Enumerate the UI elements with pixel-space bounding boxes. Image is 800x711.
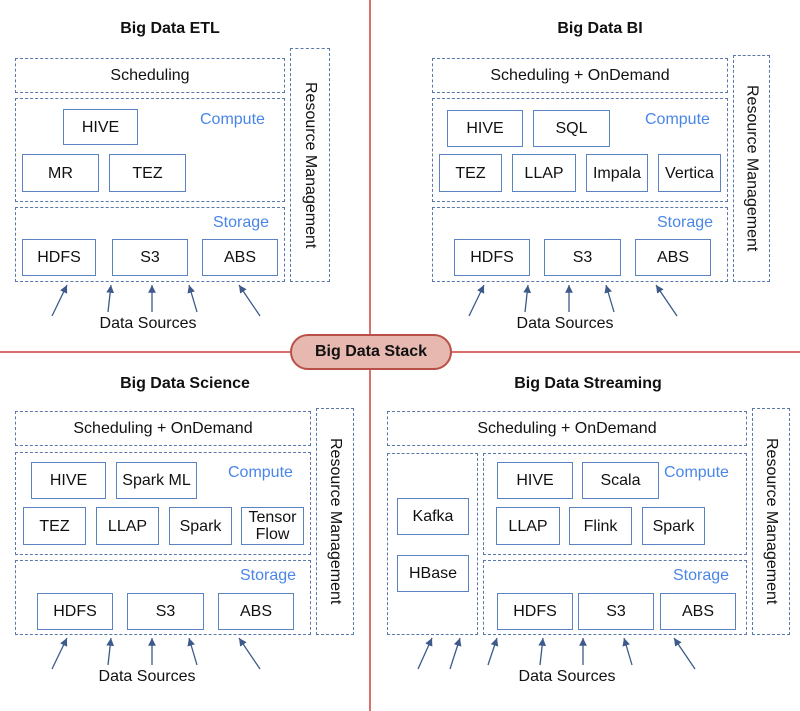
data-source-arrow (538, 637, 547, 666)
bi-storage-label: Storage (657, 214, 714, 231)
bi-resource-management: Resource Management (733, 55, 770, 282)
bi-compute-group (432, 98, 728, 202)
streaming-s3: S3 (578, 593, 654, 630)
science-spark-ml: Spark ML (116, 462, 197, 499)
bi-vertica: Vertica (658, 154, 721, 192)
science-scheduling: Scheduling + OnDemand (15, 411, 311, 446)
science-tez: TEZ (23, 507, 86, 545)
streaming-spark: Spark (642, 507, 705, 545)
bi-storage-group (432, 207, 728, 282)
bi-title: Big Data BI (557, 20, 643, 37)
science-resource-management: Resource Management (316, 408, 354, 635)
etl-storage-label: Storage (213, 214, 270, 231)
etl-abs: ABS (202, 239, 278, 276)
bi-resource-label: Resource Management (743, 85, 761, 252)
science-tensorflow: Tensor Flow (241, 507, 304, 545)
data-source-arrow (604, 284, 615, 313)
streaming-resource-management: Resource Management (752, 408, 790, 635)
etl-hive: HIVE (63, 109, 138, 145)
science-abs: ABS (218, 593, 294, 630)
bi-llap: LLAP (512, 154, 576, 192)
streaming-hdfs: HDFS (497, 593, 573, 630)
science-title: Big Data Science (120, 375, 250, 392)
etl-compute-group (15, 98, 285, 202)
etl-scheduling: Scheduling (15, 58, 285, 93)
etl-resource-label: Resource Management (302, 81, 319, 249)
bi-s3: S3 (544, 239, 621, 276)
etl-data-sources: Data Sources (99, 315, 197, 332)
bi-hive: HIVE (447, 110, 523, 147)
etl-resource-management: Resource Management (290, 48, 330, 282)
data-source-arrow (449, 637, 462, 670)
data-source-arrow (187, 637, 198, 666)
streaming-hbase: HBase (397, 555, 469, 592)
bi-compute-label: Compute (645, 111, 710, 128)
bi-hdfs: HDFS (454, 239, 530, 276)
etl-s3: S3 (112, 239, 188, 276)
data-source-arrow (106, 637, 115, 666)
etl-tez: TEZ (109, 154, 186, 192)
data-source-arrow (106, 284, 115, 313)
data-source-arrow (417, 637, 433, 670)
data-source-arrow (468, 284, 485, 317)
streaming-compute-group (483, 453, 747, 555)
streaming-data-sources: Data Sources (518, 668, 616, 685)
streaming-scheduling: Scheduling + OnDemand (387, 411, 747, 446)
streaming-kafka: Kafka (397, 498, 469, 535)
etl-title: Big Data ETL (120, 20, 220, 37)
big-data-stack-label: Big Data Stack (290, 334, 452, 370)
bi-impala: Impala (586, 154, 648, 192)
data-source-arrow (187, 284, 198, 313)
etl-storage-group (15, 207, 285, 282)
data-source-arrow (655, 284, 678, 317)
bi-data-sources: Data Sources (516, 315, 614, 332)
streaming-abs: ABS (660, 593, 736, 630)
streaming-storage-group (483, 560, 747, 635)
data-source-arrow (622, 637, 633, 666)
science-hdfs: HDFS (37, 593, 113, 630)
data-source-arrow (487, 637, 499, 666)
data-source-arrow (523, 284, 532, 313)
etl-hdfs: HDFS (22, 239, 96, 276)
bi-abs: ABS (635, 239, 711, 276)
science-storage-group (15, 560, 311, 635)
science-spark: Spark (169, 507, 232, 545)
streaming-flink: Flink (569, 507, 632, 545)
science-compute-label: Compute (228, 464, 293, 481)
science-compute-group (15, 452, 311, 555)
science-data-sources: Data Sources (98, 668, 196, 685)
bi-sql: SQL (533, 110, 610, 147)
etl-mr: MR (22, 154, 99, 192)
data-source-arrow (238, 637, 261, 670)
data-source-arrow (673, 637, 696, 670)
data-source-arrow (51, 284, 68, 317)
bi-scheduling: Scheduling + OnDemand (432, 58, 728, 93)
science-s3: S3 (127, 593, 204, 630)
science-resource-label: Resource Management (327, 438, 344, 605)
bi-tez: TEZ (439, 154, 502, 192)
streaming-title: Big Data Streaming (514, 375, 662, 392)
streaming-llap: LLAP (496, 507, 560, 545)
science-llap: LLAP (96, 507, 159, 545)
streaming-side-group (387, 453, 478, 635)
etl-compute-label: Compute (200, 111, 265, 128)
streaming-compute-label: Compute (664, 464, 729, 481)
streaming-hive: HIVE (497, 462, 573, 499)
streaming-storage-label: Storage (673, 567, 730, 584)
data-source-arrow (51, 637, 68, 670)
science-hive: HIVE (31, 462, 106, 499)
data-source-arrow (238, 284, 261, 317)
science-storage-label: Storage (240, 567, 297, 584)
streaming-scala: Scala (582, 462, 659, 499)
streaming-resource-label: Resource Management (763, 438, 780, 605)
